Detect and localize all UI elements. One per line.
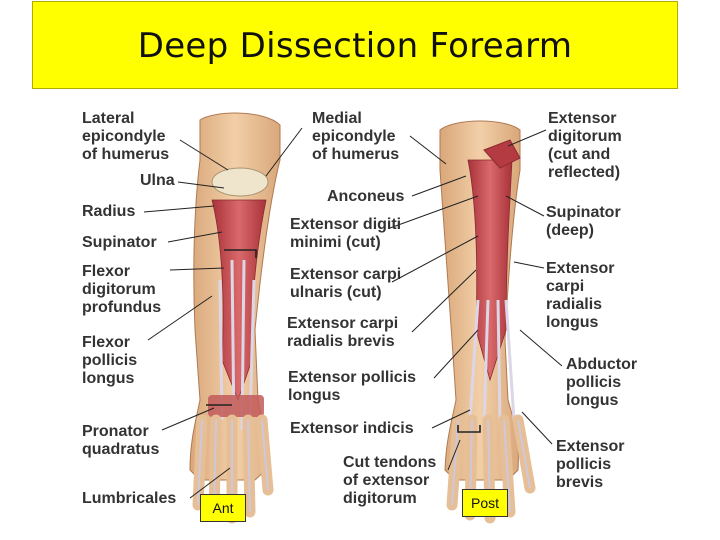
label-ulna: Ulna [140,172,175,189]
label-extensor-carpi-ulnaris: Extensor carpi ulnaris (cut) [290,266,402,301]
label-flexor-digitorum-profundus: Flexor digitorum profundus [82,263,162,316]
label-anconeus: Anconeus [327,188,405,205]
posterior-arm [439,120,536,524]
label-extensor-digitorum: Extensor digitorum (cut and reflected) [548,110,622,181]
page-title: Deep Dissection Forearm [137,26,573,66]
forearm-illustration [75,98,650,526]
anterior-arm [189,112,281,524]
label-pronator-quadratus: Pronator quadratus [82,423,160,458]
anterior-view-tag: Ant [200,494,246,522]
label-cut-tendons: Cut tendons of extensor digitorum [343,454,437,507]
leader-lines [143,127,563,499]
label-supinator: Supinator [82,234,157,251]
label-abductor-pollicis-longus: Abductor pollicis longus [566,356,638,409]
label-supinator-deep: Supinator (deep) [546,204,621,239]
label-flexor-pollicis-longus: Flexor pollicis longus [82,334,138,387]
label-extensor-digiti-minimi: Extensor digiti minimi (cut) [290,216,402,251]
posterior-view-tag: Post [462,489,508,517]
label-extensor-carpi-radialis-brevis: Extensor carpi radialis brevis [287,315,399,350]
label-extensor-indicis: Extensor indicis [290,420,414,437]
label-radius: Radius [82,203,136,220]
label-extensor-carpi-radialis-longus: Extensor carpi radialis longus [546,260,615,331]
label-lumbricales: Lumbricales [82,490,177,507]
title-banner: Deep Dissection Forearm [32,1,678,89]
label-extensor-pollicis-brevis: Extensor pollicis brevis [556,438,625,491]
label-medial-epicondyle: Medial epicondyle of humerus [312,110,400,163]
label-extensor-pollicis-longus: Extensor pollicis longus [288,369,417,404]
label-lateral-epicondyle: Lateral epicondyle of humerus [82,110,170,163]
